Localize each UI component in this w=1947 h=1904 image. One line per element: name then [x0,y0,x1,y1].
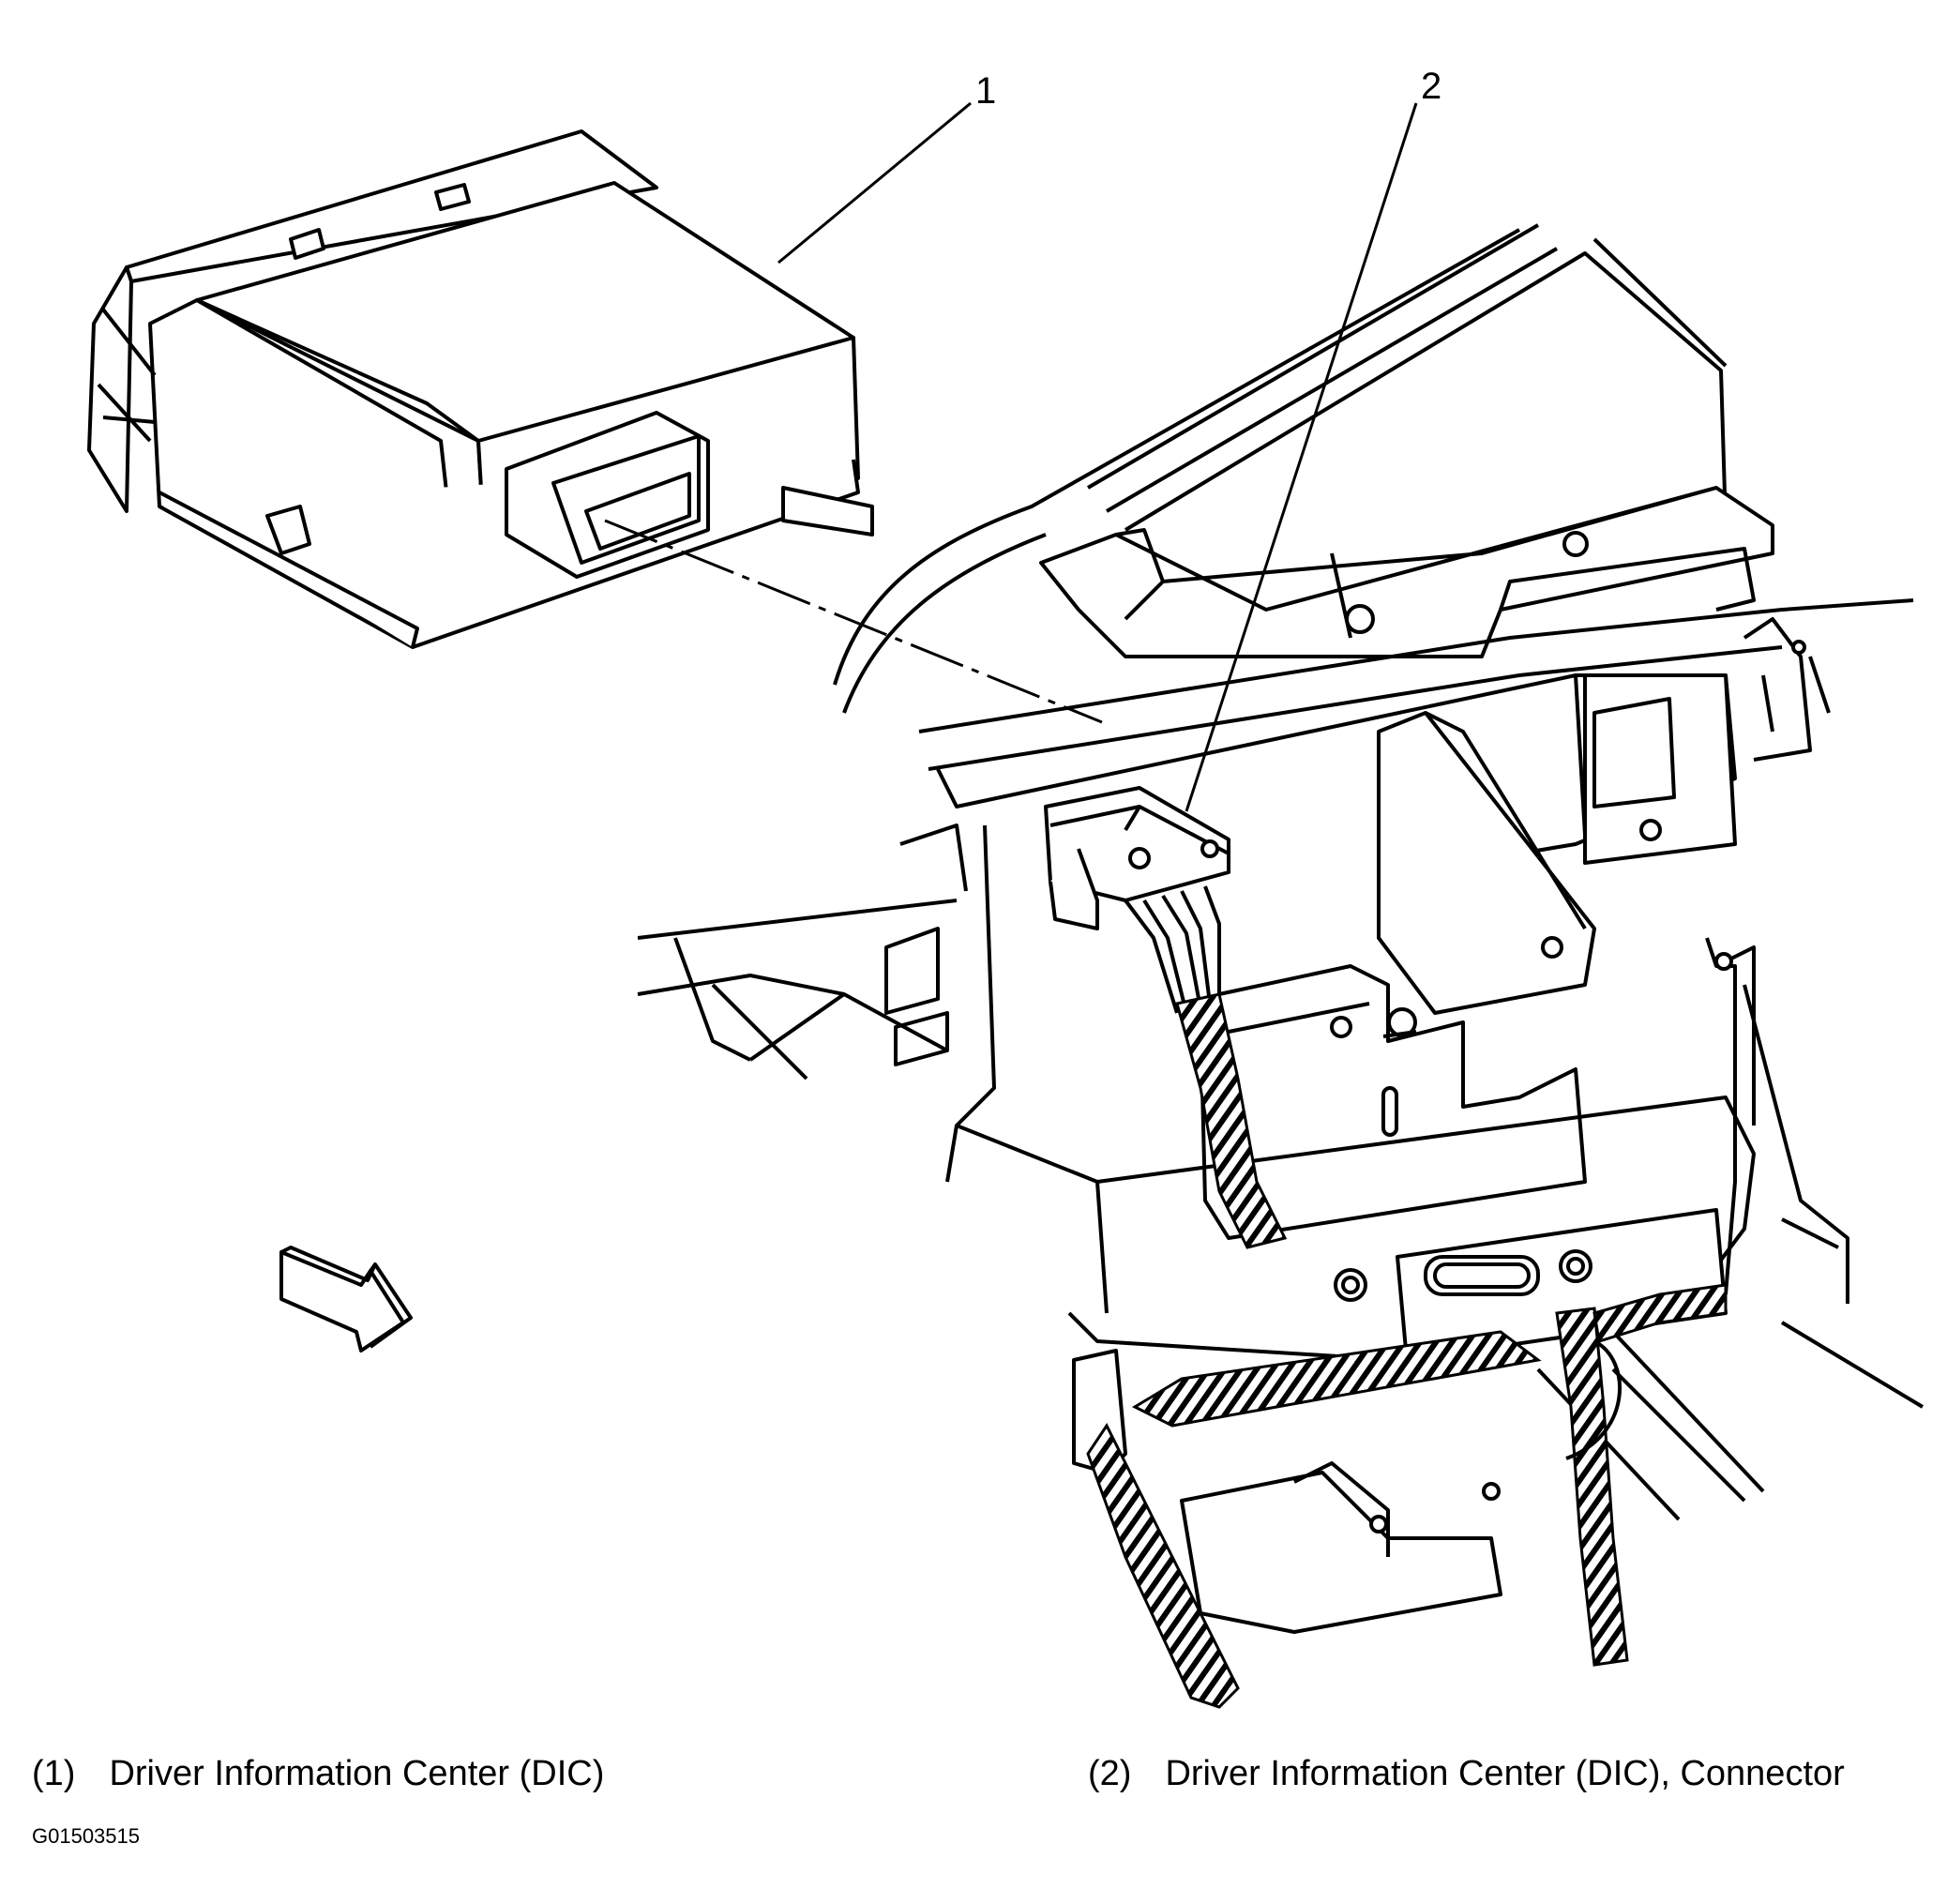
figure-id: G01503515 [32,1824,140,1848]
legend-item-dic: (1) Driver Information Center (DIC) [32,1754,604,1794]
callout-1-leader [777,101,972,264]
legend-number: (2) [1088,1754,1132,1793]
alignment-line [604,519,1103,724]
legend-item-dic-connector: (2) Driver Information Center (DIC), Conn… [1088,1754,1845,1794]
wiring-harness [1086,992,1728,1709]
driver-information-center-module [87,129,874,649]
instrument-panel-carrier [637,223,1924,1634]
legend-number: (1) [32,1754,76,1793]
legend-label: Driver Information Center (DIC) [109,1754,605,1793]
callout-2-leader [1185,102,1418,812]
callouts: 1 2 [777,66,1441,812]
callout-1-number: 1 [975,70,996,112]
callout-2-number: 2 [1421,66,1441,107]
view-direction-arrow-icon [279,1246,413,1352]
dic-connector [1044,786,1230,1014]
legend-label: Driver Information Center (DIC), Connect… [1165,1754,1845,1793]
dic-installation-illustration: 1 2 [87,66,1924,1709]
